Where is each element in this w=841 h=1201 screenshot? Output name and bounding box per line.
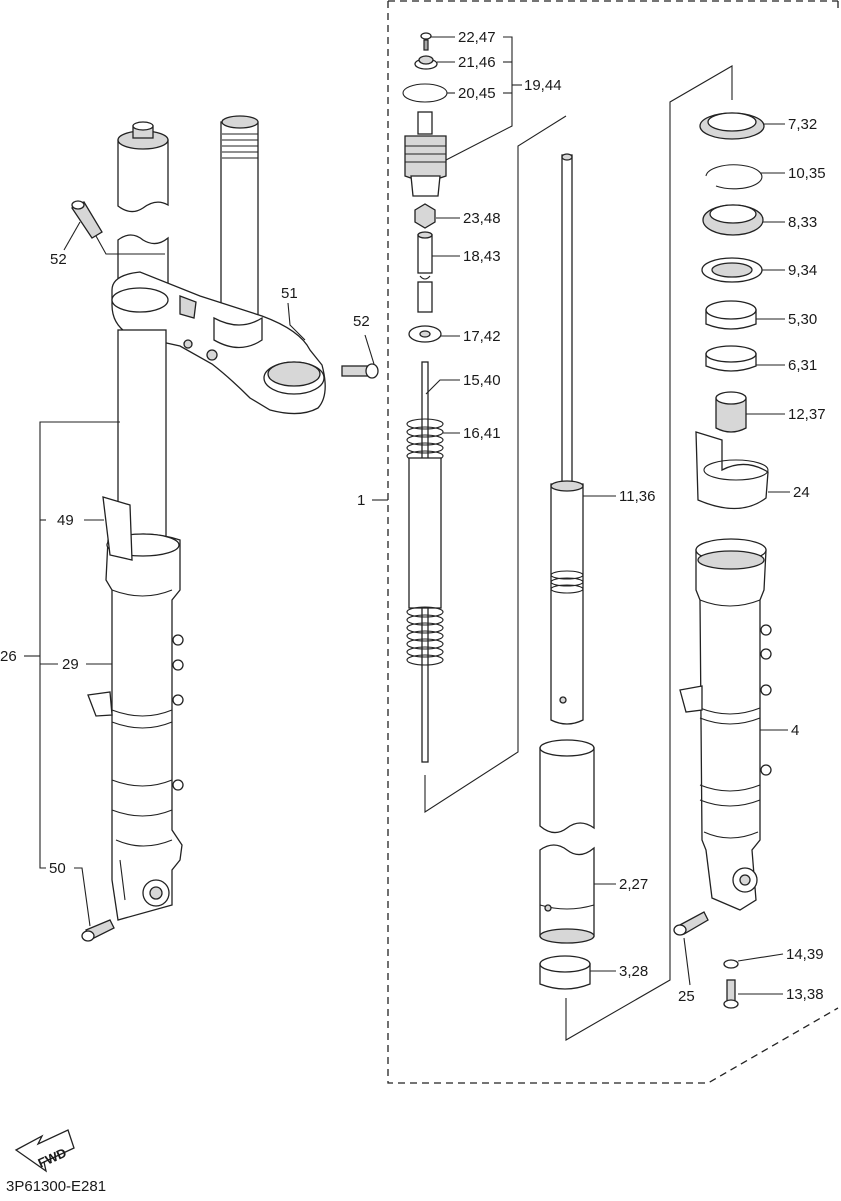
bolt-52-bracket xyxy=(341,363,379,379)
label-21-46: 21,46 xyxy=(458,54,496,71)
label-52-bracket: 52 xyxy=(353,313,370,330)
label-5-30: 5,30 xyxy=(788,311,817,328)
label-25: 25 xyxy=(678,988,695,1005)
label-1: 1 xyxy=(357,492,365,509)
label-22-47: 22,47 xyxy=(458,29,496,46)
damper-rod-assembly xyxy=(402,32,567,814)
inner-tube-assembly xyxy=(539,65,733,1041)
label-2-27: 2,27 xyxy=(619,876,648,893)
label-23-48: 23,48 xyxy=(463,210,501,227)
label-4: 4 xyxy=(791,722,799,739)
fwd-arrow-icon: FWD xyxy=(14,1129,75,1173)
label-49: 49 xyxy=(57,512,74,529)
label-13-38: 13,38 xyxy=(786,986,824,1003)
assembled-fork-left xyxy=(81,115,326,942)
label-3-28: 3,28 xyxy=(619,963,648,980)
label-52-top: 52 xyxy=(50,251,67,268)
label-18-43: 18,43 xyxy=(463,248,501,265)
label-11-36: 11,36 xyxy=(619,488,655,505)
label-24: 24 xyxy=(793,484,810,501)
label-6-31: 6,31 xyxy=(788,357,817,374)
label-12-37: 12,37 xyxy=(788,406,826,423)
label-9-34: 9,34 xyxy=(788,262,817,279)
label-50: 50 xyxy=(49,860,66,877)
label-29: 29 xyxy=(62,656,79,673)
label-16-41: 16,41 xyxy=(463,425,501,442)
label-17-42: 17,42 xyxy=(463,328,501,345)
label-10-35: 10,35 xyxy=(788,165,826,182)
fork-assembly-boundary xyxy=(387,0,839,1084)
leader-lines xyxy=(24,36,790,995)
label-19-44: 19,44 xyxy=(524,77,562,94)
label-14-39: 14,39 xyxy=(786,946,824,963)
label-7-32: 7,32 xyxy=(788,116,817,133)
seal-and-outer-tube-assembly xyxy=(673,112,772,1009)
label-15-40: 15,40 xyxy=(463,372,501,389)
label-8-33: 8,33 xyxy=(788,214,817,231)
diagram-code: 3P61300-E281 xyxy=(6,1178,106,1195)
callout-labels: 22,47 21,46 20,45 19,44 23,48 18,43 17,4… xyxy=(0,29,826,1005)
bolt-52-top xyxy=(71,200,103,239)
label-26: 26 xyxy=(0,648,17,665)
label-20-45: 20,45 xyxy=(458,85,496,102)
label-51: 51 xyxy=(281,285,298,302)
